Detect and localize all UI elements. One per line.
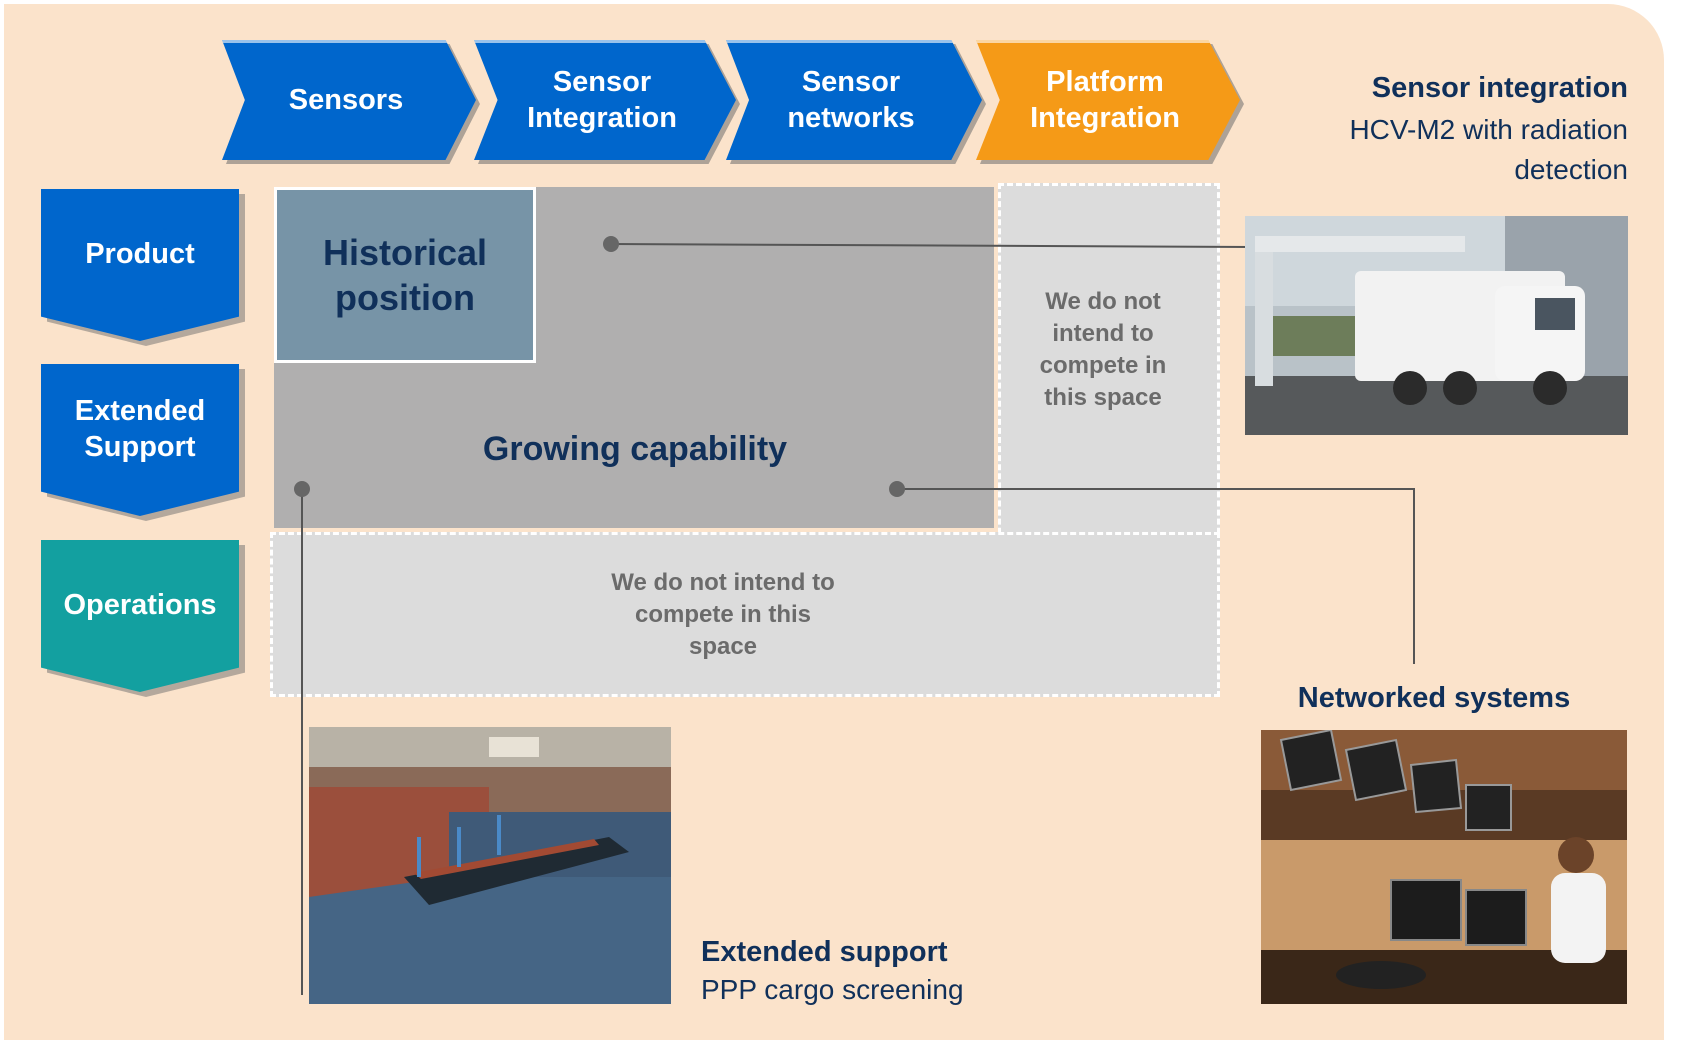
networked-systems-title: Networked systems: [1297, 682, 1571, 714]
no-compete-bottom-region: [270, 532, 1220, 697]
stage-label: Sensors: [288, 83, 404, 116]
sensor-integration-subtitle: HCV-M2 with radiation detection: [1349, 114, 1628, 185]
stage-label: Sensor Integration: [527, 65, 677, 134]
stage-label: Sensor networks: [787, 65, 915, 134]
level-extended-support: Extended Support: [41, 364, 239, 516]
historical-position-region: Historical position: [274, 187, 536, 363]
extended-support-title: Extended support: [701, 936, 948, 968]
stage-sensors: Sensors: [222, 40, 476, 160]
sensor-integration-title: Sensor integration: [1371, 72, 1628, 104]
stage-sensor-integration: Sensor Integration: [474, 40, 736, 160]
connector-to-truck: [610, 243, 1253, 248]
connector-dot: [294, 481, 310, 497]
no-compete-right-label: We do not intend to compete in this spac…: [1039, 288, 1167, 411]
level-product: Product: [41, 189, 239, 341]
level-label: Extended Support: [74, 395, 206, 464]
stage-label: Platform Integration: [1030, 65, 1180, 134]
truck-photo: [1245, 216, 1628, 435]
port-photo: [309, 727, 671, 1004]
stage-platform-integration: Platform Integration: [976, 40, 1240, 160]
level-label: Operations: [63, 589, 217, 622]
connector-to-networked: [897, 488, 1415, 664]
level-operations: Operations: [41, 540, 239, 692]
level-label: Product: [85, 238, 195, 271]
connector-dot: [889, 481, 905, 497]
control-room-photo: [1261, 730, 1627, 1004]
extended-support-subtitle: PPP cargo screening: [701, 974, 964, 1005]
connector-dot: [603, 236, 619, 252]
growing-capability-label: Growing capability: [482, 430, 788, 468]
no-compete-bottom-label: We do not intend to compete in this spac…: [611, 569, 835, 660]
stage-sensor-networks: Sensor networks: [726, 40, 982, 160]
